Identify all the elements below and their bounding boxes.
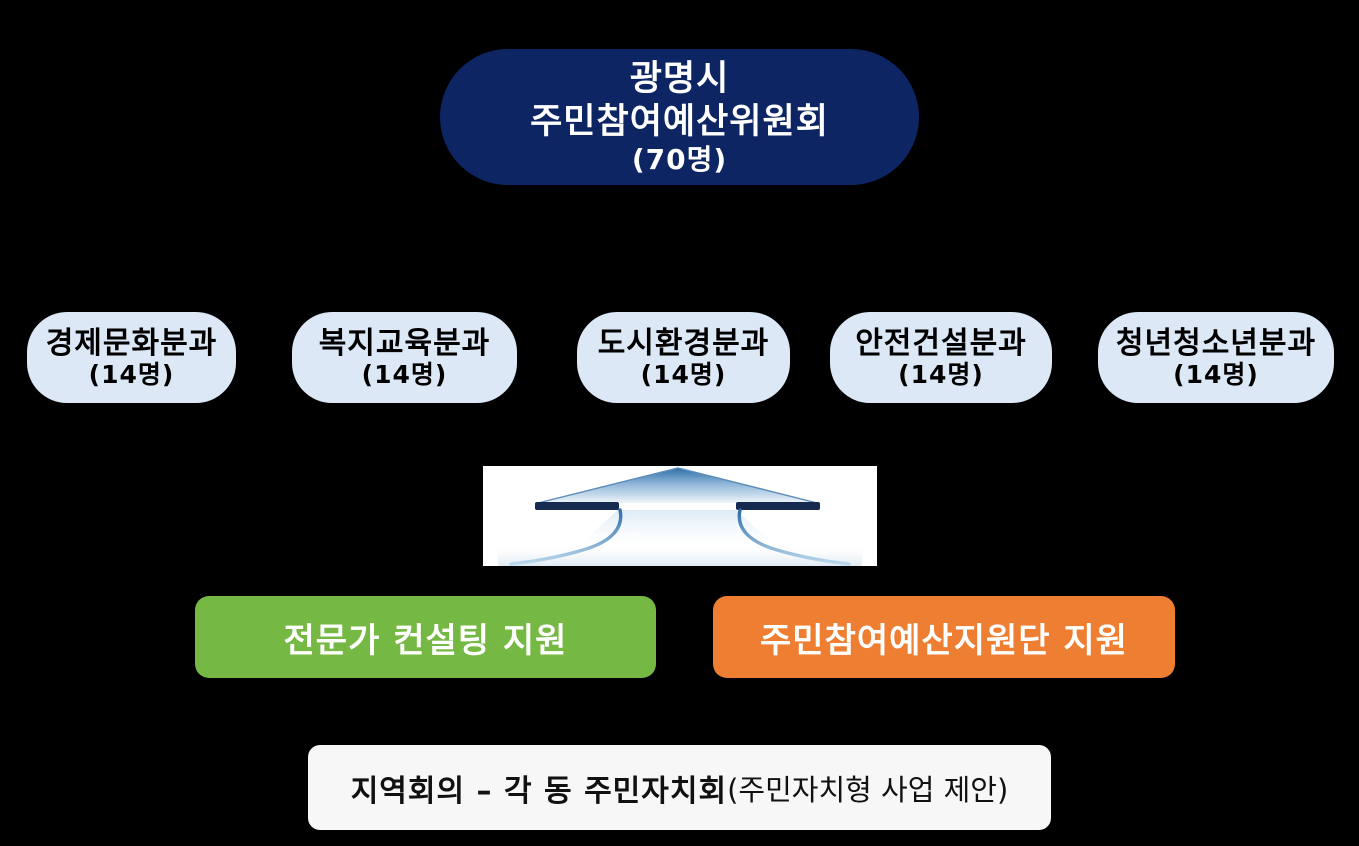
branch-count: (14명): [1173, 360, 1259, 389]
branch-name: 경제문화분과: [45, 325, 218, 361]
footer-note-regular-text: (주민자치형 사업 제안): [727, 772, 1009, 807]
support-label: 주민참여예산지원단 지원: [760, 620, 1128, 661]
up-merge-arrow-icon: [498, 467, 862, 566]
branch-node-welfare-education: 복지교육분과 (14명): [292, 312, 517, 403]
branch-count: (14명): [88, 360, 175, 389]
branch-name: 도시환경분과: [597, 325, 770, 361]
support-box-budget-support-team: 주민참여예산지원단 지원: [713, 596, 1175, 678]
footer-note-bold-text: 지역회의 – 각 동 주민자치회: [350, 773, 728, 809]
support-label: 전문가 컨설팅 지원: [283, 620, 568, 661]
branch-name: 안전건설분과: [855, 325, 1027, 361]
merge-arrow-graphic: [483, 466, 877, 566]
branch-count: (14명): [640, 360, 727, 389]
root-node-committee: 광명시 주민참여예산위원회 (70명): [440, 49, 919, 185]
branch-name: 복지교육분과: [318, 325, 491, 361]
branch-node-economy-culture: 경제문화분과 (14명): [27, 312, 236, 403]
branch-node-safety-construction: 안전건설분과 (14명): [830, 312, 1052, 403]
root-node-title-line2: 주민참여예산위원회: [530, 101, 829, 142]
support-box-expert-consulting: 전문가 컨설팅 지원: [195, 596, 656, 678]
branch-node-urban-environment: 도시환경분과 (14명): [577, 312, 790, 403]
root-node-title-line1: 광명시: [629, 59, 730, 100]
branch-node-youth: 청년청소년분과 (14명): [1098, 312, 1334, 403]
root-node-member-count: (70명): [631, 142, 728, 176]
branch-name: 청년청소년분과: [1115, 325, 1317, 361]
branch-count: (14명): [361, 360, 448, 389]
branch-count: (14명): [898, 360, 984, 389]
footer-note-local-meetings: 지역회의 – 각 동 주민자치회(주민자치형 사업 제안): [308, 745, 1051, 830]
